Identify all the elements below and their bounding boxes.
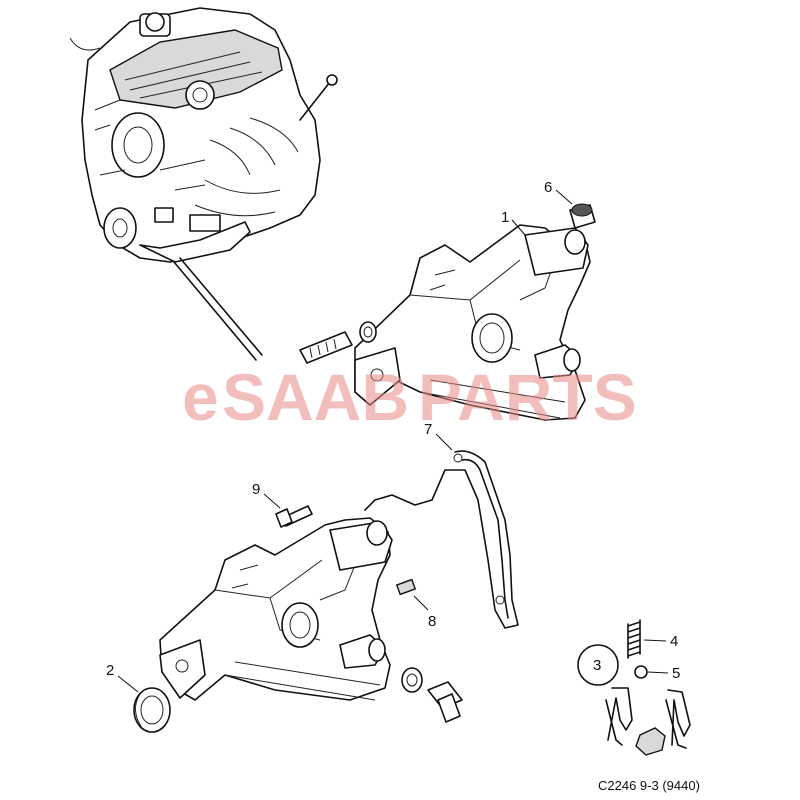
part-6-plug [569,203,596,229]
svg-text:4: 4 [670,633,678,650]
part-4-spring [627,619,641,659]
callout-9: 9 [252,481,281,509]
part-9-bolt [275,505,313,528]
lower-plug-bolt [401,667,463,723]
svg-text:PARTS: PARTS [418,360,637,434]
callout-8: 8 [413,595,436,630]
esaabparts-watermark: e SAAB PARTS [182,360,637,434]
kit-clips-and-nut [605,687,691,756]
callout-5: 5 [647,665,680,682]
engine-assembly-drawing [69,7,338,361]
svg-text:1: 1 [501,209,509,226]
part-2-seal [133,687,171,733]
svg-text:9: 9 [252,481,260,498]
svg-text:2: 2 [106,662,114,679]
callout-6: 6 [544,179,573,205]
svg-text:8: 8 [428,613,436,630]
svg-text:SAAB: SAAB [222,360,409,434]
diagram-reference-code: C2246 9-3 (9440) [598,778,700,793]
callout-1: 1 [501,209,527,237]
callout-3: 3 [593,657,601,674]
part-7-gasket [364,450,519,629]
callout-4: 4 [643,633,678,650]
part-3-repair-kit-marker [577,644,619,686]
part-8-dowel [395,578,417,596]
svg-text:7: 7 [424,421,432,438]
oil-pump-body-lower [159,517,393,701]
svg-text:5: 5 [672,665,680,682]
callout-7: 7 [424,421,453,451]
svg-text:6: 6 [544,179,552,196]
oil-pump-assembly-upper [299,224,591,421]
callout-2: 2 [106,662,139,693]
svg-text:3: 3 [593,657,601,674]
part-5-o-ring [634,665,648,679]
svg-text:e: e [182,360,219,434]
